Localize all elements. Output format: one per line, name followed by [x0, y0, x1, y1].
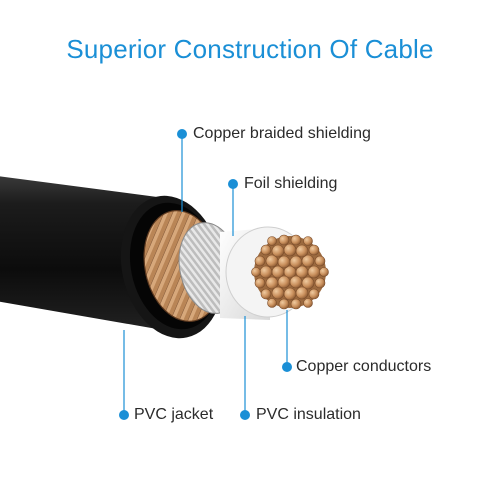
callout-pvc-jacket: PVC jacket: [134, 406, 214, 423]
insulation-callout-dot: [240, 410, 250, 420]
callout-copper-braided-shielding: Copper braided shielding: [193, 125, 371, 142]
diagram-title: Superior Construction Of Cable: [66, 34, 434, 64]
conductors-callout-dot: [282, 362, 292, 372]
callout-foil-shielding: Foil shielding: [244, 175, 338, 192]
callout-dots: [119, 129, 292, 420]
callout-lines: [123, 134, 288, 415]
foil-callout-dot: [228, 179, 238, 189]
braid-callout-dot: [177, 129, 187, 139]
callout-copper-conductors: Copper conductors: [296, 358, 432, 375]
jacket-callout-dot: [119, 410, 129, 420]
callout-pvc-insulation: PVC insulation: [256, 406, 361, 423]
copper-conductors-shape: [251, 234, 329, 310]
